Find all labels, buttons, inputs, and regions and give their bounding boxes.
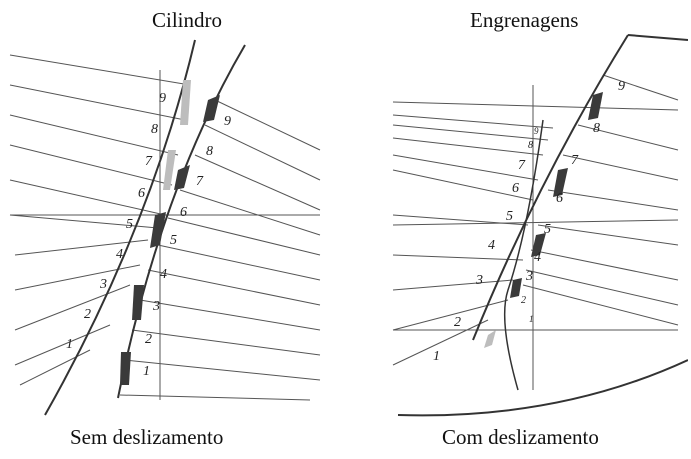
- left-inner-number-8: 8: [206, 144, 213, 159]
- left-outer-number-6: 6: [138, 186, 145, 201]
- gear-outer-top-edge: [627, 34, 689, 41]
- caption-sem-deslizamento: Sem deslizamento: [70, 425, 224, 449]
- right-inner-number-6: 6: [556, 191, 563, 206]
- gear-tooth-edge-curve: [503, 119, 544, 391]
- right-inner-number-5: 5: [544, 222, 551, 237]
- left-outer-number-3: 3: [99, 277, 107, 292]
- right-inner-number-7: 7: [571, 153, 579, 168]
- right-inner-number-3: 3: [525, 269, 533, 284]
- right-inner-number-4: 4: [534, 250, 541, 265]
- right-inner-number-2: 2: [521, 295, 526, 306]
- left-inner-number-2: 2: [145, 332, 152, 347]
- cylinder-light-marks: [163, 80, 191, 190]
- right-outer-number-5: 5: [506, 209, 513, 224]
- right-outer-number-1: 1: [433, 349, 440, 364]
- right-outer-number-3: 3: [475, 273, 483, 288]
- left-outer-number-8: 8: [151, 122, 158, 137]
- cylinder-diagram: 1 2 3 4 5 6 7 8 9 1 2 3 4 5 6 7 8 9: [9, 39, 321, 416]
- left-inner-number-6: 6: [180, 205, 187, 220]
- left-inner-number-3: 3: [152, 299, 160, 314]
- right-outer-number-2: 2: [454, 315, 461, 330]
- left-inner-number-9: 9: [224, 114, 231, 129]
- cylinder-diagram-panel: 1 2 3 4 5 6 7 8 9 1 2 3 4 5 6 7 8 9: [0, 30, 345, 420]
- right-outer-number-7: 7: [518, 158, 526, 173]
- gears-dark-marks: [510, 92, 603, 298]
- right-outer-number-4: 4: [488, 238, 495, 253]
- right-outer-number-9: 9: [534, 126, 539, 136]
- cylinder-dark-marks: [120, 95, 220, 385]
- gear-outer-bottom-edge: [397, 359, 689, 417]
- gear-outer-curve: [472, 34, 629, 341]
- title-cilindro: Cilindro: [152, 8, 223, 32]
- outer-radial-lines: [392, 101, 679, 366]
- left-inner-number-5: 5: [170, 233, 177, 248]
- left-outer-number-2: 2: [84, 307, 91, 322]
- gears-diagram-panel: 1 2 3 4 5 6 7 8 9 1 2 3 4 5 6 7 8 9: [388, 30, 689, 420]
- left-inner-number-1: 1: [143, 364, 150, 379]
- inner-radial-lines: [119, 99, 321, 401]
- gears-diagram: 1 2 3 4 5 6 7 8 9 1 2 3 4 5 6 7 8 9: [392, 34, 689, 417]
- cylinder-inner-curve: [117, 44, 246, 399]
- right-outer-number-8: 8: [528, 140, 533, 151]
- right-inner-number-8: 8: [593, 121, 600, 136]
- gears-light-marks: [484, 330, 496, 348]
- left-outer-number-9: 9: [159, 91, 166, 106]
- right-outer-number-6: 6: [512, 181, 519, 196]
- left-outer-number-7: 7: [145, 154, 153, 169]
- left-inner-number-4: 4: [160, 267, 167, 282]
- left-outer-number-4: 4: [116, 247, 123, 262]
- cylinder-outer-curve: [44, 39, 196, 416]
- left-outer-number-1: 1: [66, 337, 73, 352]
- right-inner-number-9: 9: [618, 79, 625, 94]
- title-engrenagens: Engrenagens: [470, 8, 579, 32]
- caption-com-deslizamento: Com deslizamento: [442, 425, 599, 449]
- left-outer-number-5: 5: [126, 217, 133, 232]
- right-inner-number-1: 1: [529, 314, 534, 324]
- inner-radial-lines: [522, 74, 679, 326]
- left-inner-number-7: 7: [196, 174, 204, 189]
